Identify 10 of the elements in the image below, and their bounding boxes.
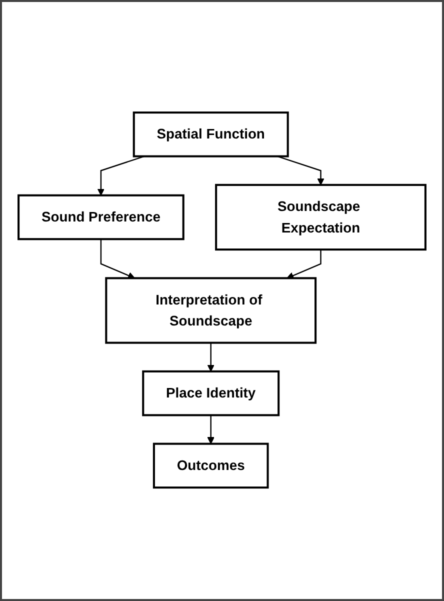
node-box: Soundscape Expectation	[215, 184, 426, 252]
arrow	[286, 250, 322, 280]
node-box: Interpretation of Soundscape	[105, 278, 317, 344]
node-box: Place Identity	[142, 370, 280, 417]
node-box: Sound Preference	[18, 194, 184, 241]
node-box: Spatial Function	[132, 112, 289, 158]
arrow	[100, 240, 136, 280]
arrow	[207, 416, 214, 445]
node-box: Outcomes	[152, 443, 269, 490]
arrow	[207, 343, 214, 372]
